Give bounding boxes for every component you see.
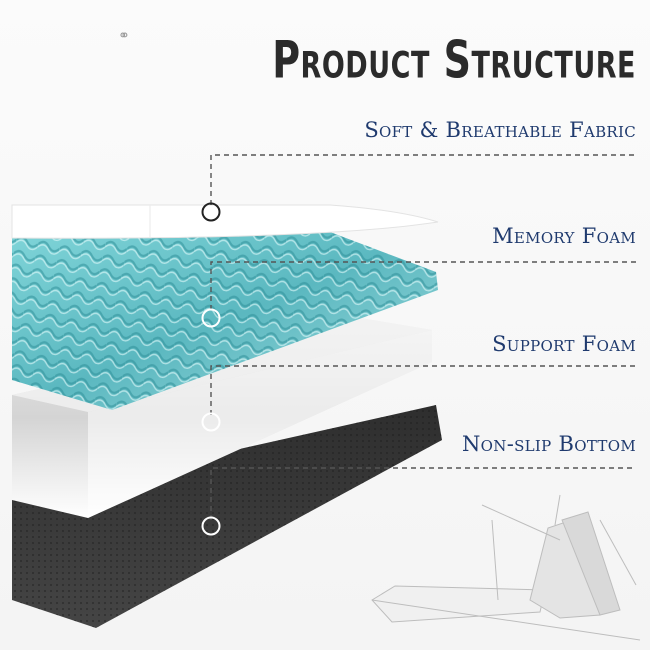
page-title: Product Structure — [272, 30, 636, 90]
bottom-layer — [12, 405, 442, 628]
label-non-slip-bottom: Non-slip Bottom — [462, 432, 636, 456]
rings-icon: ⚭ — [118, 28, 130, 44]
connector-lines — [210, 154, 636, 520]
folded-mattress-sketch — [371, 494, 641, 641]
fabric-layer — [11, 204, 439, 239]
label-memory-foam: Memory Foam — [492, 224, 636, 248]
label-fabric: Soft & Breathable Fabric — [364, 118, 636, 142]
layer-markers — [201, 202, 221, 536]
label-support-foam: Support Foam — [492, 332, 636, 356]
memory-foam-layer — [12, 232, 438, 410]
